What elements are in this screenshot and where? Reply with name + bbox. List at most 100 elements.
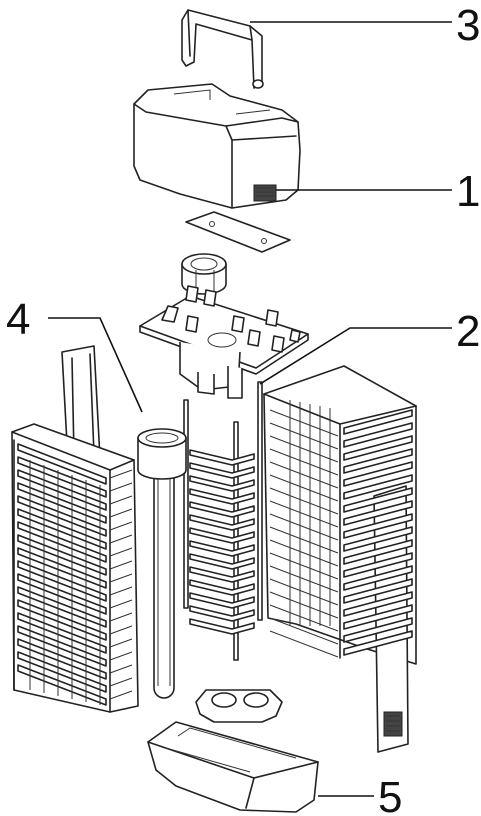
rack-slat xyxy=(189,488,255,505)
rack-slat xyxy=(189,449,255,466)
rack-slat xyxy=(17,443,107,485)
rack-slat-edge xyxy=(269,526,339,554)
rack-slat xyxy=(17,651,107,693)
rack-slat xyxy=(17,638,107,680)
right-rack-frame xyxy=(263,365,417,753)
rack-slat xyxy=(343,604,413,630)
rack-slat xyxy=(189,501,255,518)
rack-slat xyxy=(343,448,413,474)
rack-slat xyxy=(17,560,107,602)
rack-slat-edge xyxy=(109,573,133,583)
rack-slat xyxy=(17,482,107,524)
rack-slat-edge xyxy=(109,586,133,596)
rack-slat-edge xyxy=(109,495,133,505)
callout-5: 5 xyxy=(378,773,402,816)
callout-4: 4 xyxy=(6,295,30,344)
rack-slat-edge xyxy=(269,565,339,593)
rack-slat-edge xyxy=(269,500,339,528)
rack-slat-edge xyxy=(109,599,133,609)
left-rack-frame xyxy=(11,345,139,713)
rack-slat xyxy=(189,540,255,557)
rack-slat xyxy=(189,579,255,596)
rack-slat-edge xyxy=(109,560,133,570)
rack-slat-edge xyxy=(109,482,133,492)
rack-slat xyxy=(17,469,107,511)
rack-slat xyxy=(17,521,107,563)
rack-slat xyxy=(189,514,255,531)
test-tube-part xyxy=(137,428,187,699)
rack-slat xyxy=(343,500,413,526)
rack-slat xyxy=(189,566,255,583)
rack-slat xyxy=(343,513,413,539)
rack-slat-edge xyxy=(269,578,339,606)
rack-slat-edge xyxy=(109,521,133,531)
rack-slat xyxy=(17,547,107,589)
rack-slat xyxy=(343,539,413,565)
rack-slat xyxy=(17,664,107,706)
rack-slat xyxy=(343,526,413,552)
rack-slat xyxy=(189,592,255,609)
rack-slat-edge xyxy=(269,474,339,502)
leader-4 xyxy=(48,317,143,413)
rack-slat xyxy=(343,565,413,591)
rack-slat xyxy=(343,435,413,461)
rack-slat xyxy=(17,495,107,537)
rack-slat xyxy=(17,599,107,641)
gasket-plate-part xyxy=(185,211,291,253)
rack-slat xyxy=(343,487,413,513)
rack-slat xyxy=(17,534,107,576)
rack-slat-edge xyxy=(269,409,339,437)
callout-2: 2 xyxy=(456,307,480,356)
rack-slat xyxy=(189,527,255,544)
rack-slat-edge xyxy=(269,487,339,515)
rack-slat xyxy=(189,618,255,635)
rack-slat-edge xyxy=(109,651,133,661)
rack-slat-edge xyxy=(109,469,133,479)
handle-part xyxy=(181,9,264,89)
rack-slat-edge xyxy=(109,534,133,544)
rack-slat xyxy=(17,625,107,667)
rack-slat xyxy=(189,475,255,492)
rack-slat xyxy=(17,573,107,615)
rack-slat xyxy=(189,553,255,570)
rack-slat-edge xyxy=(109,612,133,622)
rack-slat-edge xyxy=(269,604,339,632)
rack-slat xyxy=(189,462,255,479)
rack-slat-edge xyxy=(109,638,133,648)
rack-slat xyxy=(343,422,413,448)
rack-slat xyxy=(17,586,107,628)
rack-slat xyxy=(17,612,107,654)
rack-slat-edge xyxy=(109,625,133,635)
rack-slat-edge xyxy=(269,461,339,489)
rack-slat xyxy=(343,461,413,487)
rack-slat xyxy=(343,617,413,643)
rack-slat xyxy=(343,474,413,500)
rack-slat xyxy=(189,605,255,622)
rack-slat-edge xyxy=(269,591,339,619)
rack-slat-edge xyxy=(109,508,133,518)
rack-slat-edge xyxy=(269,617,339,645)
bottom-coupler-part xyxy=(195,689,283,723)
top-housing-part xyxy=(133,83,301,209)
rack-slat-edge xyxy=(109,690,133,700)
rack-slat xyxy=(17,508,107,550)
rack-slat xyxy=(343,552,413,578)
callout-1: 1 xyxy=(456,167,480,216)
mounting-plate-part xyxy=(139,285,309,399)
leader-2 xyxy=(259,327,452,385)
rack-slat-edge xyxy=(269,448,339,476)
bottom-tray-part xyxy=(147,721,319,813)
center-plate-rack xyxy=(189,449,255,635)
leader-lines xyxy=(48,21,452,797)
rack-slat-edge xyxy=(109,677,133,687)
rack-slat-edge xyxy=(269,435,339,463)
callout-3: 3 xyxy=(456,1,480,50)
rack-slat-edge xyxy=(269,552,339,580)
rack-slat xyxy=(343,591,413,617)
rack-slat-edge xyxy=(109,547,133,557)
rack-slat-edge xyxy=(109,664,133,674)
rack-slat xyxy=(343,578,413,604)
rack-slat-edge xyxy=(269,513,339,541)
rack-slat-edge xyxy=(269,630,339,658)
